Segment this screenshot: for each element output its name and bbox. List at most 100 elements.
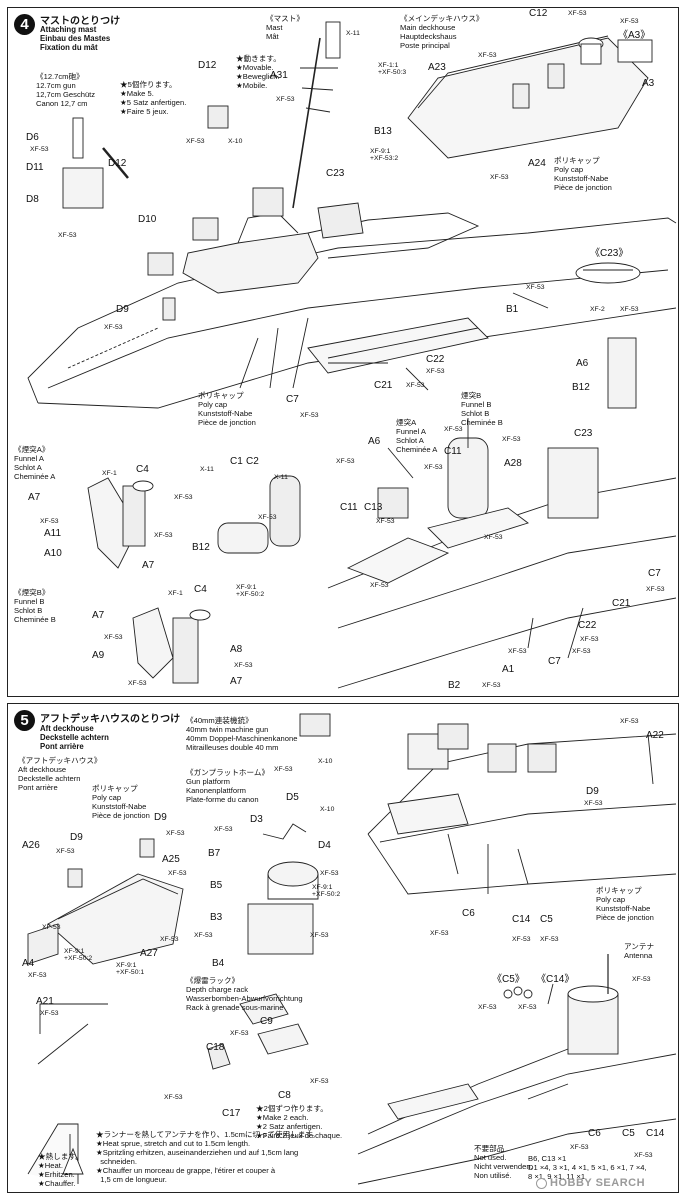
- part-xf53-a31: XF-53: [276, 96, 295, 103]
- part5-xf53-a25: XF-53: [168, 870, 187, 877]
- part-d8: D8: [26, 194, 39, 205]
- part-a7-b: A7: [92, 610, 105, 621]
- make-2-note: ★2個ずつ作ります。 ★Make 2 each. ★2 Satz anferti…: [256, 1104, 343, 1140]
- part5-b5: B5: [210, 880, 223, 891]
- step-5-artwork: [27, 713, 677, 1185]
- part-d11: D11: [26, 162, 44, 173]
- funnel-b-title: 《煙突B》 Funnel B Schlot B Cheminée B: [14, 588, 56, 624]
- a3-box-label: 《A3》: [618, 30, 651, 41]
- step-5-title-en: Aft deckhouse: [40, 724, 94, 733]
- part-b13: B13: [374, 126, 392, 137]
- part-xf53-d6: XF-53: [30, 146, 49, 153]
- part-xf1-a: XF-1: [102, 470, 117, 477]
- part5-xf53-a4: XF-53: [28, 972, 47, 979]
- part-c7-top: C7: [286, 394, 299, 405]
- part-xf53-c23: XF-53: [620, 306, 639, 313]
- polycap-caption-2: ポリキャップ Poly cap Kunststoff-Nabe Pièce de…: [554, 156, 612, 192]
- polycap-caption-5b: ポリキャップ Poly cap Kunststoff-Nabe Pièce de…: [596, 886, 654, 922]
- part5-xf53-b4b: XF-53: [310, 932, 329, 939]
- part-mix-2: XF-9:1 +XF-53:2: [370, 148, 399, 162]
- part-c4-b: C4: [194, 584, 207, 595]
- antenna-caption: アンテナ Antenna: [624, 942, 655, 960]
- part5-c14-lower: C14: [646, 1128, 665, 1139]
- part5-mix-2: XF-9:1 +XF-50:1: [116, 962, 145, 976]
- part-b1: B1: [506, 304, 519, 315]
- c5-box-label: 《C5》: [492, 974, 525, 985]
- part5-xf53-antenna: XF-53: [632, 976, 651, 983]
- part-d12: D12: [108, 158, 127, 169]
- gun-40mm-caption: 《40mm連装機銃》 40mm twin machine gun 40mm Do…: [186, 716, 298, 752]
- part-xf53-a7: XF-53: [40, 518, 59, 525]
- part5-mix-3: XF-9:1 +XF-50:2: [312, 884, 341, 898]
- part-d6: D6: [26, 132, 39, 143]
- step-5-number: 5: [14, 710, 35, 731]
- part5-d3: D3: [250, 814, 263, 825]
- part5-c17: C17: [222, 1108, 241, 1119]
- part5-xf53-a27: XF-53: [160, 936, 179, 943]
- part-x11-c2: X-11: [274, 474, 288, 481]
- part-c7: C7: [648, 568, 661, 579]
- part-xf53-deck: XF-53: [484, 534, 503, 541]
- part-c11: C11: [444, 446, 462, 457]
- part5-a4: A4: [22, 958, 35, 969]
- part-mix-1: XF-1:1 +XF-50:3: [378, 62, 407, 76]
- deckhouse-caption: 《メインデッキハウス》 Main deckhouse Hauptdeckshau…: [400, 14, 484, 50]
- part5-xf53-c14box: XF-53: [518, 1004, 537, 1011]
- part5-xf53-d9l: XF-53: [56, 848, 75, 855]
- part-c21-lower: C21: [612, 598, 631, 609]
- part-c22-lower: C22: [578, 620, 597, 631]
- part-a6-top: A6: [576, 358, 589, 369]
- step-5-title-de: Deckstelle achtern: [40, 733, 109, 742]
- part-x11-mast: X-11: [346, 30, 360, 37]
- part-xf53-a6: XF-53: [336, 458, 355, 465]
- part5-a26: A26: [22, 840, 40, 851]
- part5-c6: C6: [462, 908, 475, 919]
- part-xf53-a28: XF-53: [502, 436, 521, 443]
- part-xf53-b2: XF-53: [482, 682, 501, 689]
- part-xf53-a3: XF-53: [620, 18, 639, 25]
- part5-a25: A25: [162, 854, 180, 865]
- mast-caption: 《マスト》 Mast Mât: [266, 14, 304, 41]
- part5-d9-left: D9: [70, 832, 83, 843]
- part-a7-a2: A7: [142, 560, 155, 571]
- part-c12: C12: [529, 8, 548, 19]
- part-xf53-a7b: XF-53: [104, 634, 123, 641]
- part-c13: C13: [364, 502, 383, 513]
- funnel-a-callout: 煙突A Funnel A Schlot A Cheminée A: [396, 418, 438, 454]
- part5-b4: B4: [212, 958, 225, 969]
- part-c1: C1: [230, 456, 243, 467]
- part5-xf53-gun: XF-53: [274, 766, 293, 773]
- part5-a27: A27: [140, 948, 158, 959]
- part5-xf53-a22: XF-53: [620, 718, 639, 725]
- part5-x10-d5: X-10: [320, 806, 335, 813]
- make-5-note: ★5個作ります。 ★Make 5. ★5 Satz anfertigen. ★F…: [120, 80, 187, 116]
- part-a24: A24: [528, 158, 546, 169]
- step-4-title-en: Attaching mast: [40, 25, 97, 34]
- part5-a21: A21: [36, 996, 54, 1007]
- gun-platform-caption: 《ガンプラットホーム》 Gun platform Kanonenplattfor…: [186, 768, 270, 804]
- part-xf53-c22: XF-53: [426, 368, 445, 375]
- part-xf53-c21: XF-53: [406, 382, 425, 389]
- part5-xf53-d9r: XF-53: [584, 800, 603, 807]
- part-xf1-b: XF-1: [168, 590, 183, 597]
- part5-mix-1: XF-9:1 +XF-50:2: [64, 948, 93, 962]
- part5-d9-mid: D9: [154, 812, 167, 823]
- watermark-logo-icon: [536, 1177, 547, 1189]
- part-xf2: XF-2: [590, 306, 605, 313]
- part5-c6-lower: C6: [588, 1128, 601, 1139]
- polycap-caption-5: ポリキャップ Poly cap Kunststoff-Nabe Pièce de…: [92, 784, 150, 820]
- part-xf53-c11: XF-53: [424, 464, 443, 471]
- part5-xf53-c6: XF-53: [430, 930, 449, 937]
- part-xf53-c13: XF-53: [376, 518, 395, 525]
- part-xf53-a8: XF-53: [234, 662, 253, 669]
- part-c2: C2: [246, 456, 259, 467]
- not-used-parts: B6, C13 ×1 D1 ×4, 3 ×1, 4 ×1, 5 ×1, 6 ×1…: [528, 1154, 647, 1181]
- heat-note: ★熱します。 ★Heat. ★Erhitzen. ★Chauffer.: [38, 1152, 83, 1188]
- part-b2: B2: [448, 680, 461, 691]
- part-xf53-c2: XF-53: [258, 514, 277, 521]
- part-c7-lower2: C7: [548, 656, 561, 667]
- part-a7-a: A7: [28, 492, 41, 503]
- part-c23-lower: C23: [574, 428, 593, 439]
- part-xf53-c12: XF-53: [568, 10, 587, 17]
- step-4-title-de: Einbau des Mastes: [40, 34, 111, 43]
